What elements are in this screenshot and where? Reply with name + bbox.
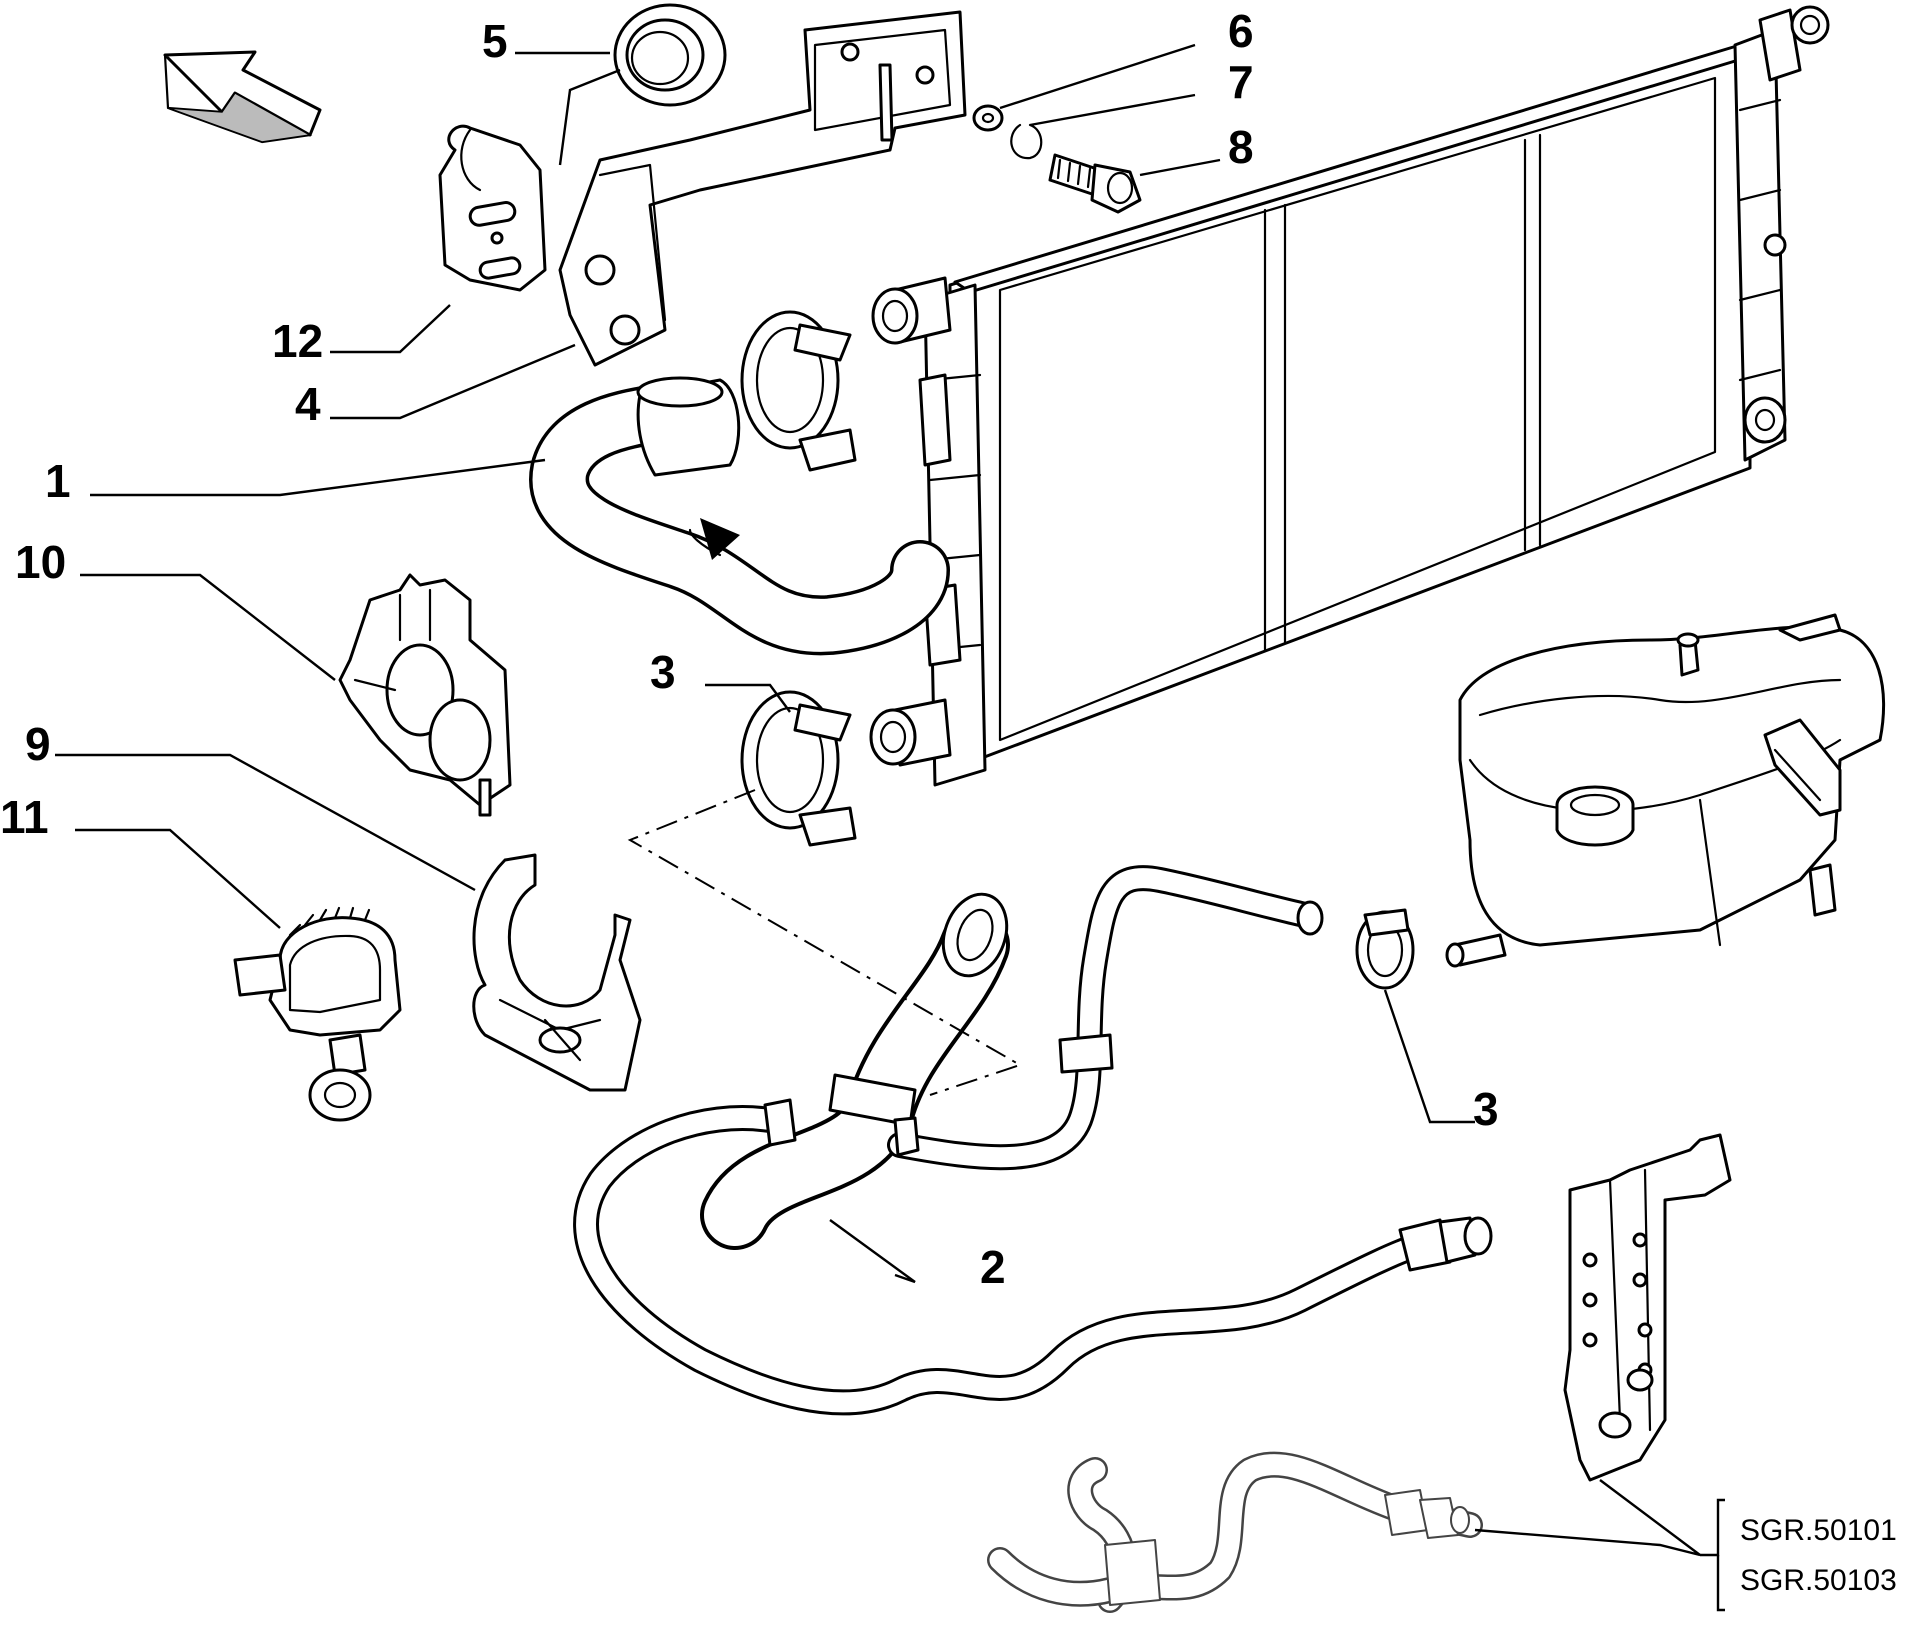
callout-5: 5 [482, 15, 508, 67]
callout-12: 12 [272, 315, 323, 367]
callout-3-lower: 3 [1473, 1083, 1499, 1135]
flat-washer [972, 104, 1004, 132]
callout-3-upper: 3 [650, 646, 676, 698]
rubber-grommet [613, 3, 727, 107]
hose-retaining-clip [338, 573, 512, 817]
callout-1: 1 [45, 455, 71, 507]
callout-6: 6 [1228, 5, 1254, 57]
direction-arrow-icon [163, 50, 322, 144]
callout-7: 7 [1228, 56, 1254, 108]
reference-code-1: SGR.50101 [1740, 1514, 1897, 1547]
callout-11: 11 [0, 791, 49, 843]
radiator-rubber-mount [438, 124, 547, 292]
hose-support-plate [1563, 1133, 1732, 1482]
callout-10: 10 [15, 536, 66, 588]
radiator [869, 5, 1830, 787]
hose-clamp-lower [740, 690, 857, 847]
hex-bolt [1048, 153, 1142, 214]
hose-clamp-ratchet [233, 906, 402, 1122]
lower-radiator-hose [573, 865, 1493, 1416]
upper-radiator-hose [529, 376, 950, 656]
spring-washer [1010, 123, 1043, 160]
callout-leader-lines [55, 43, 1725, 1612]
radiator-support-bracket [558, 10, 967, 367]
callout-labels: 1 2 3 3 4 5 6 7 8 9 10 11 12 [0, 5, 1499, 1293]
reference-code-2: SGR.50103 [1740, 1564, 1897, 1597]
assembly-reference-lines [627, 789, 1023, 1096]
hose-mounting-bracket [472, 853, 642, 1092]
hose-clamp-upper [740, 310, 857, 472]
callout-9: 9 [25, 718, 51, 770]
reference-codes: SGR.50101 SGR.50103 [1740, 1514, 1897, 1597]
alternative-hose-outline [987, 1451, 1483, 1613]
callout-8: 8 [1228, 121, 1254, 173]
expansion-tank [1445, 613, 1886, 968]
callout-2: 2 [980, 1241, 1006, 1293]
callout-4: 4 [295, 378, 321, 430]
hose-clamp-small [1355, 908, 1415, 990]
